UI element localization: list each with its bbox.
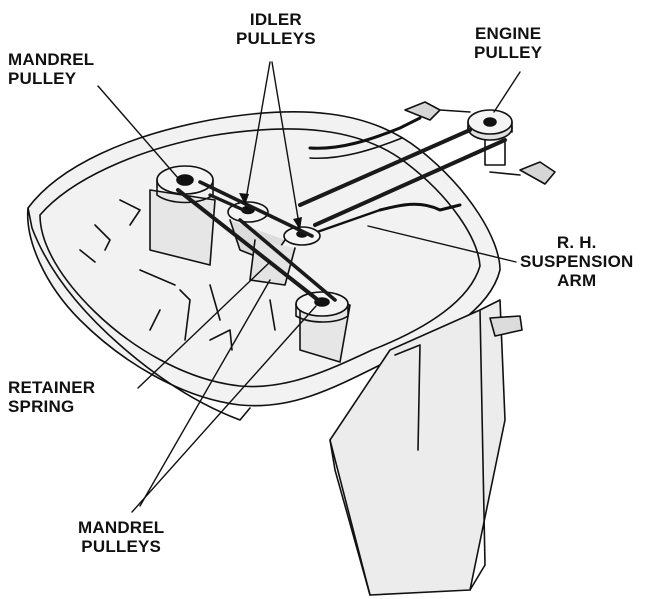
label-rh-suspension-arm-line2: SUSPENSION bbox=[520, 252, 634, 271]
label-retainer-spring: RETAINER SPRING bbox=[8, 378, 95, 416]
label-retainer-spring-line1: RETAINER bbox=[8, 378, 96, 397]
label-mandrel-pulley-line2: PULLEY bbox=[8, 69, 77, 88]
drive-belts bbox=[176, 128, 507, 302]
label-mandrel-pulley: MANDREL PULLEY bbox=[8, 50, 94, 88]
leader-arrowheads bbox=[239, 193, 302, 230]
suspension-arm-left bbox=[308, 116, 422, 150]
label-mandrel-pulley-line1: MANDREL bbox=[8, 50, 95, 69]
leader-suspension-arm bbox=[367, 225, 517, 263]
label-engine-pulley: ENGINE PULLEY bbox=[474, 24, 542, 62]
rh-suspension-arm-shape bbox=[378, 202, 462, 212]
label-retainer-spring-line2: SPRING bbox=[8, 397, 75, 416]
label-idler-pulleys-line2: PULLEYS bbox=[236, 29, 316, 48]
leader-idler-1 bbox=[244, 61, 271, 206]
deck-belt-b bbox=[198, 180, 314, 238]
deck-belt-d bbox=[208, 193, 250, 214]
leader-lines bbox=[97, 61, 521, 513]
label-mandrel-pulleys-line1: MANDREL bbox=[78, 518, 165, 537]
label-idler-pulleys: IDLER PULLEYS bbox=[236, 10, 316, 48]
deck-belt-a bbox=[176, 188, 320, 302]
label-mandrel-pulleys: MANDREL PULLEYS bbox=[78, 518, 164, 556]
leader-mandrel-pulley bbox=[97, 85, 179, 179]
deck-rim bbox=[39, 128, 481, 388]
label-rh-suspension-arm: R. H. SUSPENSION ARM bbox=[520, 233, 633, 290]
label-engine-pulley-line2: PULLEY bbox=[474, 43, 543, 62]
label-idler-pulleys-line1: IDLER bbox=[249, 10, 302, 29]
label-rh-suspension-arm-line1: R. H. bbox=[556, 233, 597, 252]
leader-idler-2 bbox=[271, 61, 301, 231]
leader-mandrel-pulleys-2 bbox=[139, 279, 271, 507]
engine-belt-lower bbox=[313, 138, 507, 227]
label-mandrel-pulleys-line2: PULLEYS bbox=[81, 537, 162, 556]
leader-retainer-spring bbox=[137, 261, 271, 389]
label-rh-suspension-arm-line3: ARM bbox=[557, 271, 597, 290]
deck-skirt bbox=[27, 207, 251, 421]
deck-belt-c bbox=[238, 218, 337, 302]
leader-engine-pulley bbox=[493, 71, 521, 113]
label-engine-pulley-line1: ENGINE bbox=[474, 24, 542, 43]
engine-belt-upper bbox=[298, 128, 472, 207]
leader-mandrel-pulleys-1 bbox=[131, 305, 317, 513]
